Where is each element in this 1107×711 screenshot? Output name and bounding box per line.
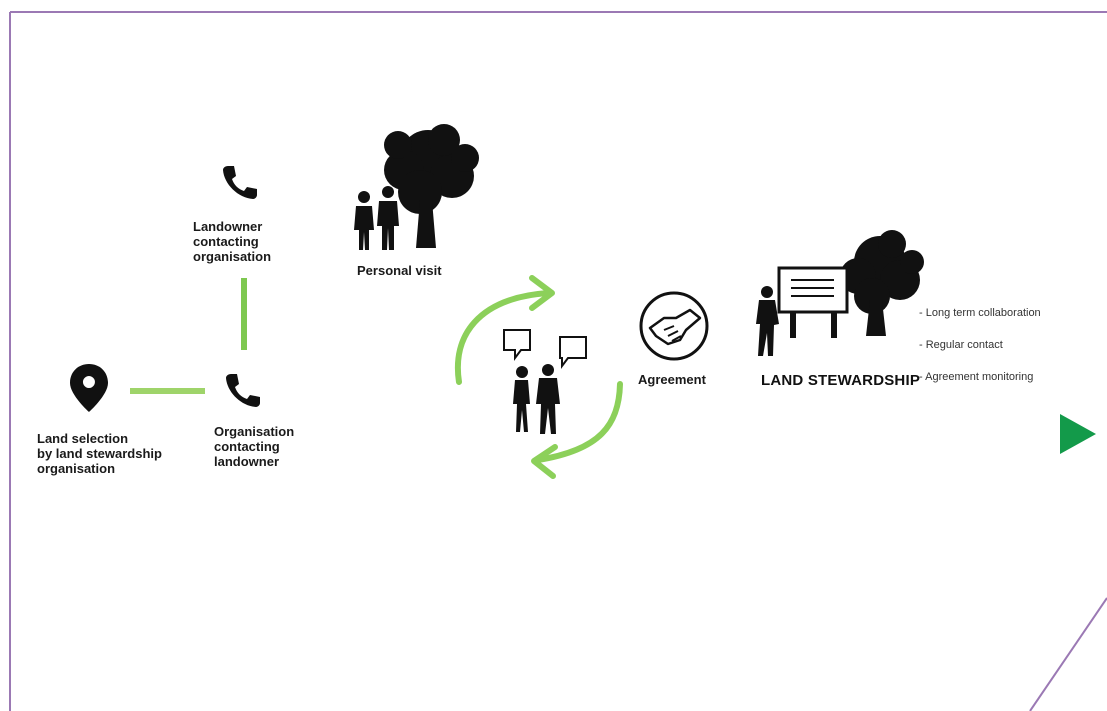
phone-icon-2	[226, 374, 260, 407]
arrow-to-dialogue	[454, 290, 551, 385]
note-item: - Long term collaboration	[919, 307, 1041, 319]
arrow-main-head	[1060, 414, 1096, 454]
sign-board-tree-icon	[756, 230, 924, 356]
handshake-icon	[639, 291, 709, 361]
label-personal-visit: Personal visit	[357, 263, 442, 278]
label-land-selection: Land selection by land stewardship organ…	[37, 431, 162, 476]
stewardship-notes: - Long term collaboration - Regular cont…	[919, 289, 1041, 401]
label-landowner-contacting: Landowner contacting organisation	[193, 219, 272, 264]
label-agreement: Agreement	[638, 372, 706, 387]
note-item: - Regular contact	[919, 339, 1003, 351]
note-item: - Agreement monitoring	[919, 371, 1034, 383]
label-org-contacting: Organisation contacting landowner	[214, 424, 295, 469]
arrow-head-top	[529, 275, 555, 311]
arrow-head-return	[531, 444, 558, 479]
label-land-stewardship: LAND STEWARDSHIP	[761, 372, 921, 389]
speech-bubbles-icon	[503, 329, 587, 434]
people-tree-icon	[354, 124, 479, 250]
page-frame	[9, 11, 1107, 711]
map-pin-icon	[70, 364, 108, 412]
phone-icon	[223, 166, 257, 199]
